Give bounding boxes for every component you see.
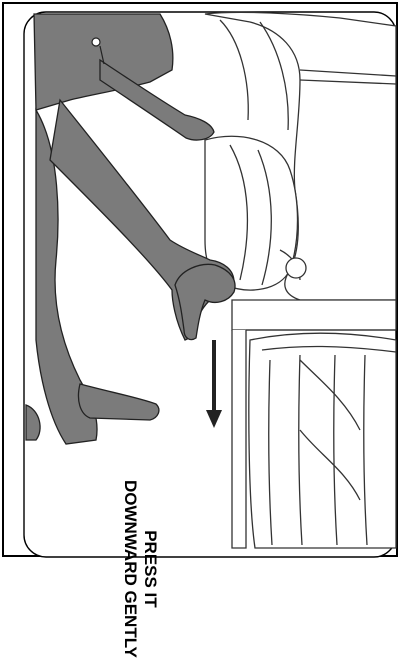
shirt-button (92, 38, 100, 46)
instruction-line-2: DOWNWARD GENTLY (120, 480, 140, 658)
instruction-line-1: PRESS IT (140, 480, 160, 658)
instruction-label: PRESS IT DOWNWARD GENTLY (120, 480, 160, 658)
massage-chair-illustration (0, 0, 403, 562)
